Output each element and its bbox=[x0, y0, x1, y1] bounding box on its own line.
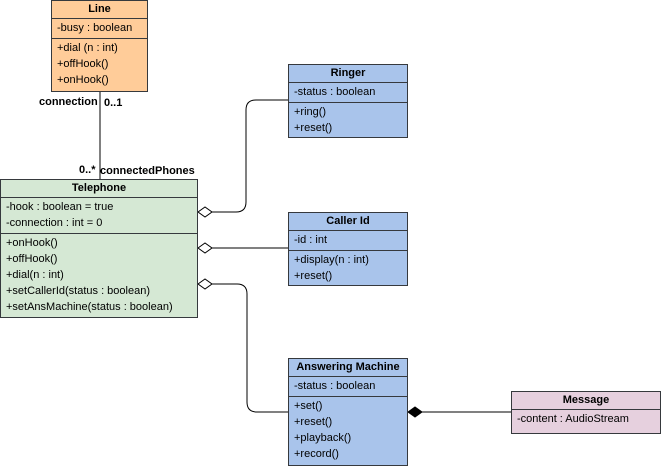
class-line-operations: +dial (n : int) +offHook() +onHook() bbox=[52, 38, 147, 90]
class-message-title: Message bbox=[512, 392, 660, 410]
operation: +set() bbox=[294, 400, 323, 412]
operation: +onHook() bbox=[6, 237, 58, 249]
operation: +onHook() bbox=[57, 74, 109, 86]
aggregation-diamond-answering bbox=[197, 278, 213, 290]
class-line[interactable]: Line -busy : boolean +dial (n : int) +of… bbox=[51, 0, 148, 92]
class-message-attributes: -content : AudioStream bbox=[512, 410, 660, 429]
class-line-attributes: -busy : boolean bbox=[52, 19, 147, 38]
association-multiplicity-telephone: 0..* bbox=[79, 164, 96, 176]
association-role-connection: connection bbox=[39, 96, 98, 108]
attribute: -hook : boolean = true bbox=[6, 201, 114, 213]
class-ringer-operations: +ring() +reset() bbox=[289, 102, 407, 138]
operation: +playback() bbox=[294, 432, 352, 444]
class-telephone-attributes: -hook : boolean = true -connection : int… bbox=[1, 198, 197, 233]
aggregation-telephone-answering bbox=[212, 283, 288, 413]
class-line-title: Line bbox=[52, 1, 147, 19]
aggregation-diamond-callerid bbox=[197, 242, 213, 254]
association-role-connectedphones: connectedPhones bbox=[100, 165, 195, 177]
composition-diamond-message bbox=[407, 406, 423, 418]
attribute: -status : boolean bbox=[294, 86, 376, 98]
operation: +reset() bbox=[294, 122, 333, 134]
attribute: -busy : boolean bbox=[57, 22, 133, 34]
class-ringer-title: Ringer bbox=[289, 65, 407, 83]
aggregation-diamond-ringer bbox=[197, 206, 213, 218]
class-answering-machine[interactable]: Answering Machine -status : boolean +set… bbox=[288, 358, 408, 466]
association-multiplicity-line: 0..1 bbox=[104, 97, 123, 109]
class-answering-machine-operations: +set() +reset() +playback() +record() bbox=[289, 396, 407, 464]
class-telephone-operations: +onHook() +offHook() +dial(n : int) +set… bbox=[1, 233, 197, 317]
class-caller-id-operations: +display(n : int) +reset() bbox=[289, 250, 407, 286]
operation: +offHook() bbox=[57, 58, 109, 70]
class-telephone-title: Telephone bbox=[1, 180, 197, 198]
operation: +setAnsMachine(status : boolean) bbox=[6, 301, 173, 313]
operation: +dial (n : int) bbox=[57, 42, 118, 54]
class-ringer[interactable]: Ringer -status : boolean +ring() +reset(… bbox=[288, 64, 408, 138]
class-caller-id[interactable]: Caller Id -id : int +display(n : int) +r… bbox=[288, 212, 408, 286]
class-answering-machine-title: Answering Machine bbox=[289, 359, 407, 377]
class-message[interactable]: Message -content : AudioStream bbox=[511, 391, 661, 434]
operation: +reset() bbox=[294, 270, 333, 282]
operation: +dial(n : int) bbox=[6, 269, 64, 281]
operation: +setCallerId(status : boolean) bbox=[6, 285, 150, 297]
operation: +offHook() bbox=[6, 253, 58, 265]
attribute: -content : AudioStream bbox=[517, 413, 629, 425]
attribute: -id : int bbox=[294, 234, 328, 246]
operation: +reset() bbox=[294, 416, 333, 428]
class-answering-machine-attributes: -status : boolean bbox=[289, 377, 407, 396]
operation: +ring() bbox=[294, 106, 327, 118]
aggregation-telephone-ringer bbox=[212, 99, 288, 213]
class-ringer-attributes: -status : boolean bbox=[289, 83, 407, 102]
operation: +record() bbox=[294, 448, 339, 460]
class-caller-id-attributes: -id : int bbox=[289, 231, 407, 250]
attribute: -status : boolean bbox=[294, 380, 376, 392]
class-telephone[interactable]: Telephone -hook : boolean = true -connec… bbox=[0, 179, 198, 318]
attribute: -connection : int = 0 bbox=[6, 217, 103, 229]
operation: +display(n : int) bbox=[294, 254, 369, 266]
class-caller-id-title: Caller Id bbox=[289, 213, 407, 231]
